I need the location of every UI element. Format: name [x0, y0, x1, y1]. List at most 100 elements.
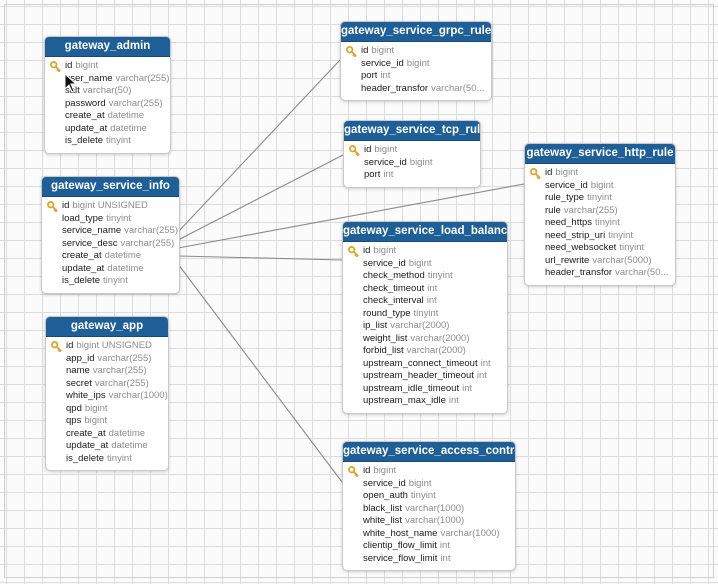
- table-title[interactable]: gateway_service_tcp_rule: [344, 121, 480, 141]
- field-name: white_ips: [66, 390, 106, 401]
- table-title[interactable]: gateway_service_grpc_rule: [341, 22, 491, 42]
- field-type: int: [383, 169, 394, 180]
- field-type: int: [380, 70, 391, 81]
- table-title[interactable]: gateway_service_access_control: [343, 442, 515, 462]
- table-title[interactable]: gateway_service_http_rule: [525, 144, 675, 164]
- field-name: upstream_idle_timeout: [363, 382, 460, 394]
- field-type: datetime: [107, 262, 144, 274]
- field-type: varchar(2000): [406, 345, 466, 356]
- relation-line-gateway-service-tcp-rule[interactable]: [177, 154, 344, 241]
- table-title[interactable]: gateway_service_info: [42, 177, 179, 197]
- field-type: tinyint: [587, 192, 612, 203]
- field-type: bigint: [409, 156, 433, 168]
- table-title[interactable]: gateway_app: [46, 317, 168, 337]
- field-name: id: [62, 200, 70, 211]
- relation-line-gateway-service-http-rule[interactable]: [177, 183, 525, 249]
- relation-line-gateway-service-access-control[interactable]: [177, 263, 343, 483]
- field-type: varchar(255): [94, 377, 149, 389]
- table-title[interactable]: gateway_service_load_balance: [343, 222, 507, 242]
- field-name: name: [66, 365, 90, 376]
- field-type: varchar(1000): [440, 527, 500, 539]
- field-name: rule: [545, 204, 561, 216]
- relation-line-gateway-service-load-balance[interactable]: [177, 255, 343, 261]
- table-title[interactable]: gateway_admin: [45, 37, 170, 57]
- field-name: is_delete: [65, 135, 104, 146]
- field-type: bigint: [406, 57, 430, 69]
- primary-key-icon: [348, 246, 359, 257]
- relation-line-gateway-service-grpc-rule[interactable]: [177, 59, 341, 233]
- field-name: service_id: [361, 57, 404, 69]
